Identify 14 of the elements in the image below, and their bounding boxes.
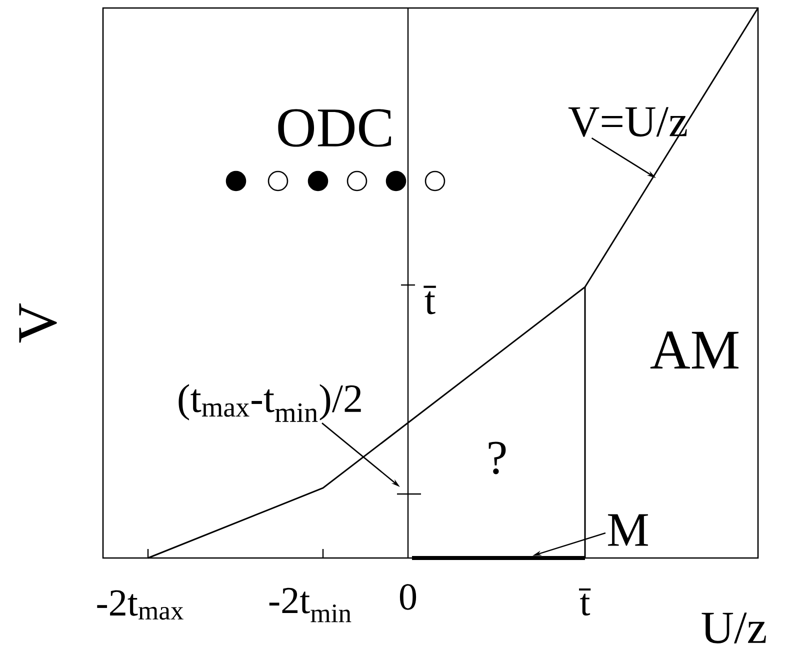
region-label: AM: [650, 332, 738, 368]
axis-label: V: [19, 303, 57, 343]
callout-label: (t$_{max}$-t$_{min}$)/2: [178, 384, 361, 422]
callout-label: M: [608, 514, 648, 546]
tick-label: -2t$_{max}$: [97, 590, 184, 620]
thick-bar: [412, 556, 585, 560]
callout-label: V=U/z: [568, 107, 687, 137]
tick-label: t̄: [579, 588, 591, 616]
region-label: ODC: [278, 109, 392, 147]
tick-label: 0: [400, 584, 416, 610]
tick-label: -2t$_{min}$: [269, 588, 352, 622]
region-label: ?: [488, 442, 506, 474]
tick-label: t̄: [424, 286, 436, 314]
axis-label: U/z: [702, 612, 766, 644]
